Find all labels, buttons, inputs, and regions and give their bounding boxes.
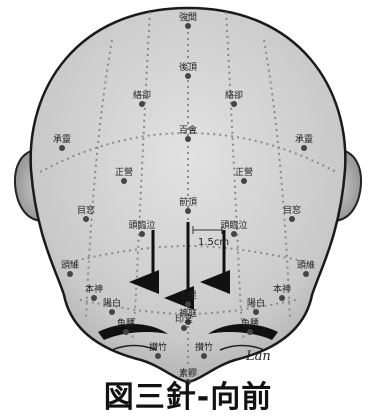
acupoint-dot [247, 329, 253, 335]
acupoint-dot [67, 271, 73, 277]
acupoint-label: 攅竹 [195, 341, 213, 353]
measurement-label: 1.5cm [198, 237, 229, 248]
acupoint-label: 魚腰 [117, 317, 135, 329]
acupoint-dot [301, 145, 307, 151]
acupoint-label: 頭維 [297, 259, 315, 271]
acupoint-dot [109, 309, 115, 315]
acupoint-label: 正營 [115, 166, 133, 178]
acupoint-label: 攅竹 [149, 341, 167, 353]
acupoint-label: 本神 [273, 283, 291, 295]
acupoint-dot [303, 271, 309, 277]
acupoint-dot [185, 208, 191, 214]
acupoint-dot [155, 353, 161, 359]
acupoint-label: 百會 [179, 124, 197, 136]
acupoint-dot [185, 301, 191, 307]
acupoint-dot [185, 136, 191, 142]
acupoint-label: 目窓 [283, 204, 301, 216]
acupoint-dot [185, 23, 191, 29]
acupoint-label: 陽白 [247, 297, 265, 309]
acupoint-dot [241, 178, 247, 184]
acupoint-label: 頭臨泣 [128, 219, 155, 231]
figure-caption: 図三針-向前 [0, 372, 376, 416]
acupoint-label: 承靈 [295, 134, 313, 145]
acupoint-label: 頭臨泣 [220, 219, 247, 231]
acupoint-dot [279, 295, 285, 301]
acupoint-label: 承靈 [53, 134, 71, 145]
acupoint-dot [59, 145, 65, 151]
signature: Lan [245, 349, 271, 364]
acupoint-label: 頭維 [61, 259, 79, 271]
acupoint-label: 目窓 [77, 204, 95, 216]
acupoint-dot [201, 353, 207, 359]
acupoint-dot [91, 295, 97, 301]
acupoint-dot [185, 73, 191, 79]
acupoint-label: 絡卻 [225, 89, 243, 101]
acupoint-dot [231, 231, 237, 237]
acupoint-label: 後頂 [179, 61, 197, 73]
acupoint-label: 上星 [179, 290, 197, 301]
acupoint-dot [181, 325, 187, 331]
acupoint-label: 本神 [85, 283, 103, 295]
acupoint-label: 前頂 [179, 196, 197, 208]
acupoint-dot [139, 231, 145, 237]
acupoint-dot [123, 329, 129, 335]
acupoint-label: 魚腰 [241, 317, 259, 329]
acupoint-dot [231, 101, 237, 107]
acupoint-label: 強間 [179, 11, 197, 23]
acupoint-label: 陽白 [103, 297, 121, 309]
acupoint-label: 正營 [235, 166, 253, 178]
acupoint-dot [253, 309, 259, 315]
acupoint-dot [121, 178, 127, 184]
acupoint-dot [139, 101, 145, 107]
acupoint-dot [289, 216, 295, 222]
acupoint-label: 印堂 [175, 313, 193, 325]
acupoint-dot [83, 216, 89, 222]
acupoint-label: 絡卻 [133, 89, 151, 101]
